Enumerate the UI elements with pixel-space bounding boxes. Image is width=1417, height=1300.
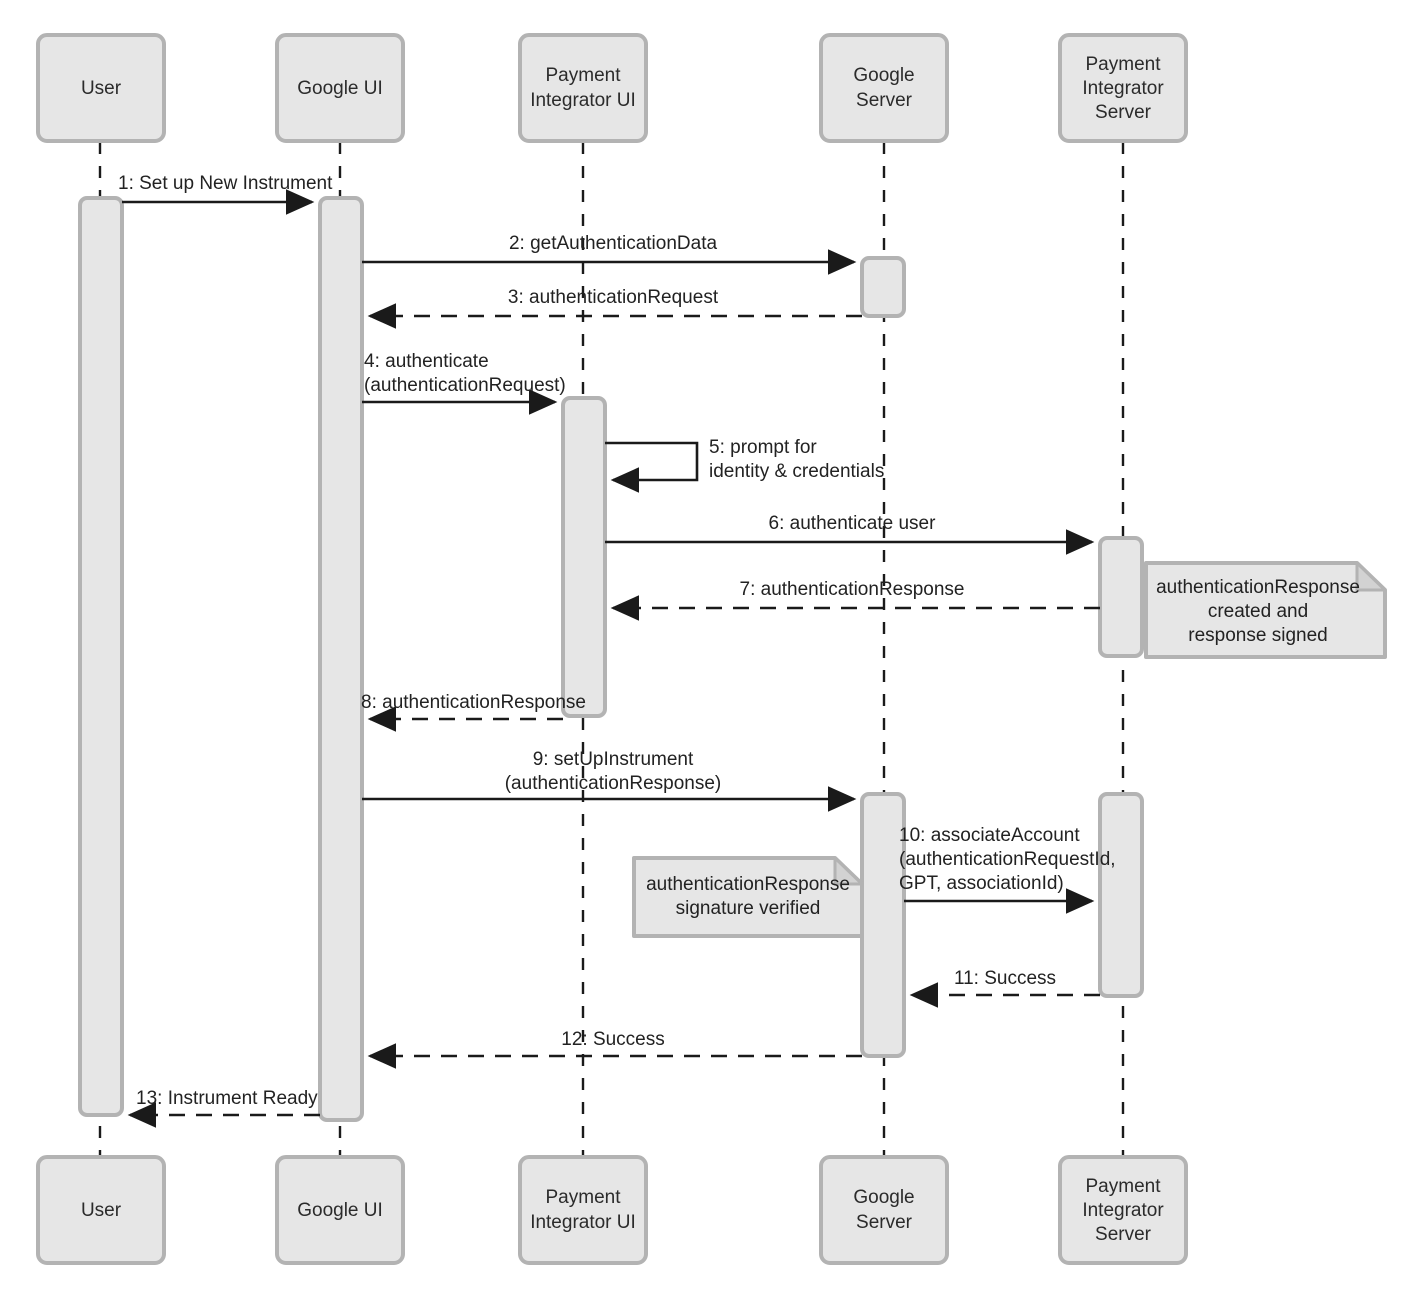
activation-user [78,196,124,1117]
lifeline-header-google-ui-bottom-box [275,1155,405,1265]
lifeline-header-user-bottom[interactable]: User [36,1155,166,1265]
activation-pi-ui [561,396,607,718]
message-1: 1: Set up New Instrument [118,173,333,215]
lifeline-header-pi-ui-top-label-1: Payment [546,65,622,86]
message-6: 6: authenticate user [605,513,1095,555]
lifeline-header-pi-srv-top-box [1058,33,1188,143]
lifeline-header-pi-srv-top-label-3: Server [1095,102,1152,123]
note-auth-response-created-line-3: response signed [1188,625,1327,646]
note-signature-verified-line-2: signature verified [676,898,821,919]
lifeline-header-pi-ui-bottom-label-2: Integrator UI [530,1212,636,1233]
activation-google-ui [318,196,364,1122]
note-auth-response-created-fold [1355,561,1387,592]
message-4-label-line-2: (authenticationRequest) [364,375,566,396]
message-13: 13: Instrument Ready [127,1088,320,1128]
message-12: 12: Success [367,1029,862,1069]
lifeline-header-pi-ui-top-label-2: Integrator UI [530,90,636,111]
message-2: 2: getAuthenticationData [362,233,857,275]
lifeline-header-pi-srv-bottom[interactable]: Payment Integrator Server [1058,1155,1188,1265]
lifeline-header-pi-srv-bottom-label-3: Server [1095,1224,1152,1245]
activation-pi-srv-1 [1098,536,1144,658]
message-5-label-line-2: identity & credentials [709,461,884,482]
message-10: 10: associateAccount (authenticationRequ… [899,825,1116,914]
lifeline-header-google-srv-top[interactable]: Google Server [819,33,949,143]
message-5-arrow [605,441,699,493]
lifeline-header-google-ui-top[interactable]: Google UI [275,33,405,143]
message-5: 5: prompt for identity & credentials [605,437,884,493]
lifeline-header-user-top[interactable]: User [36,33,166,143]
lifeline-header-user-bottom-box [36,1155,166,1265]
lifeline-header-google-srv-bottom[interactable]: Google Server [819,1155,949,1265]
message-8-label: 8: authenticationResponse [361,692,586,713]
message-9-label-line-1: 9: setUpInstrument [533,749,694,770]
message-4: 4: authenticate (authenticationRequest) [362,351,566,415]
lifeline-header-pi-ui-bottom-label-1: Payment [546,1187,622,1208]
lifeline-header-google-srv-top-box [819,33,949,143]
message-10-label-line-3: GPT, associationId) [899,873,1064,894]
lifeline-header-pi-ui-top-box [518,33,648,143]
activation-google-srv-2 [860,792,906,1058]
message-11: 11: Success [909,968,1100,1008]
note-auth-response-created-line-2: created and [1208,601,1308,622]
message-5-label-line-1: 5: prompt for [709,437,817,458]
lifeline-header-pi-srv-top-label-2: Integrator [1082,78,1164,99]
note-signature-verified-shape [632,856,864,938]
activation-bars [78,196,1144,1122]
message-10-label-line-2: (authenticationRequestId, [899,849,1116,870]
note-signature-verified-line-1: authenticationResponse [646,874,850,895]
message-8: 8: authenticationResponse [361,692,586,732]
lifeline-header-user-top-label: User [81,78,122,99]
note-auth-response-created-shape [1144,561,1387,659]
activation-pi-srv-2 [1098,792,1144,998]
lifeline-header-pi-ui-bottom[interactable]: Payment Integrator UI [518,1155,648,1265]
lifeline-header-google-ui-bottom[interactable]: Google UI [275,1155,405,1265]
lifeline-header-google-srv-top-label-2: Server [856,90,913,111]
lifeline-header-pi-srv-bottom-label-2: Integrator [1082,1200,1164,1221]
lifeline-header-pi-srv-bottom-label-1: Payment [1086,1176,1162,1197]
lifeline-header-pi-ui-top[interactable]: Payment Integrator UI [518,33,648,143]
message-6-label: 6: authenticate user [769,513,937,534]
lifeline-header-user-bottom-label: User [81,1200,122,1221]
message-10-label-line-1: 10: associateAccount [899,825,1080,846]
lifeline-header-pi-srv-bottom-box [1058,1155,1188,1265]
note-auth-response-created-line-1: authenticationResponse [1156,577,1360,598]
message-3-label: 3: authenticationRequest [508,287,719,308]
message-9-label-line-2: (authenticationResponse) [505,773,722,794]
lifeline-header-pi-srv-top[interactable]: Payment Integrator Server [1058,33,1188,143]
note-signature-verified-fold [833,856,864,886]
message-12-label: 12: Success [561,1029,665,1050]
message-4-label-line-1: 4: authenticate [364,351,489,372]
lifeline-headers-bottom: User Google UI Payment Integrator UI Goo… [36,1155,1188,1265]
message-11-label: 11: Success [954,968,1056,989]
lifeline-header-google-srv-bottom-label-2: Server [856,1212,913,1233]
message-13-label: 13: Instrument Ready [136,1088,318,1109]
message-2-label: 2: getAuthenticationData [509,233,718,254]
lifeline-header-google-srv-top-label-1: Google [853,65,914,86]
message-7-label: 7: authenticationResponse [740,579,965,600]
note-auth-response-created: authenticationResponse created and respo… [1144,561,1387,659]
lifeline-header-pi-srv-top-label-1: Payment [1086,54,1162,75]
activation-google-srv-1 [860,256,906,318]
message-1-label: 1: Set up New Instrument [118,173,333,194]
note-signature-verified: authenticationResponse signature verifie… [632,856,864,938]
lifeline-headers-top: User Google UI Payment Integrator UI Goo… [36,33,1188,143]
message-9: 9: setUpInstrument (authenticationRespon… [362,749,857,812]
lifeline-header-pi-ui-bottom-box [518,1155,648,1265]
lifeline-header-google-ui-top-label: Google UI [297,78,383,99]
lifeline-header-google-ui-top-box [275,33,405,143]
lifeline-header-google-srv-bottom-box [819,1155,949,1265]
lifeline-header-user-top-box [36,33,166,143]
lifeline-header-google-srv-bottom-label-1: Google [853,1187,914,1208]
message-7: 7: authenticationResponse [610,579,1100,621]
message-3: 3: authenticationRequest [367,287,862,329]
lifeline-header-google-ui-bottom-label: Google UI [297,1200,383,1221]
